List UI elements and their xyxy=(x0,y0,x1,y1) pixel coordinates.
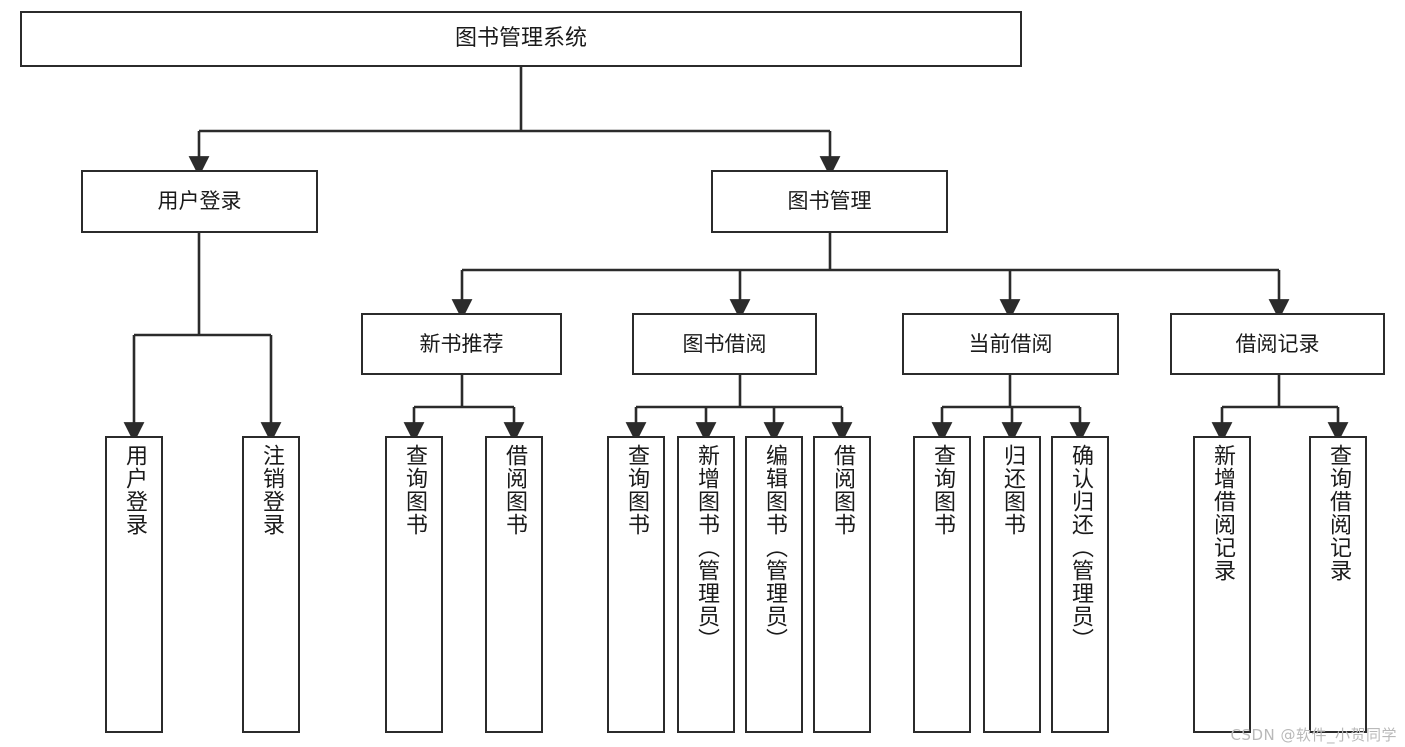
leaf-label: 确认归还（管理员） xyxy=(1068,444,1093,651)
leaf-label: 新增借阅记录 xyxy=(1210,444,1235,582)
leaf-label: 查询图书 xyxy=(930,444,955,536)
leaf-label: 借阅图书 xyxy=(502,444,527,536)
leaf-label: 注销登录 xyxy=(259,444,284,536)
node-new-book-recommend[interactable]: 新书推荐 xyxy=(361,313,562,375)
node-root[interactable]: 图书管理系统 xyxy=(20,11,1022,67)
leaf-label: 查询借阅记录 xyxy=(1326,444,1351,582)
node-current-borrow[interactable]: 当前借阅 xyxy=(902,313,1119,375)
leaf-label: 借阅图书 xyxy=(830,444,855,536)
node-book-borrow-label: 图书借阅 xyxy=(682,331,767,356)
leaf-current-borrow-query[interactable]: 查询图书 xyxy=(913,436,971,733)
leaf-label: 归还图书 xyxy=(1000,444,1025,536)
node-book-management-label: 图书管理 xyxy=(787,189,872,214)
csdn-watermark: CSDN @软件_小贺同学 xyxy=(1230,726,1397,744)
leaf-label: 查询图书 xyxy=(624,444,649,536)
node-borrow-record[interactable]: 借阅记录 xyxy=(1170,313,1385,375)
leaf-book-borrow-borrow[interactable]: 借阅图书 xyxy=(813,436,871,733)
leaf-book-borrow-query[interactable]: 查询图书 xyxy=(607,436,665,733)
node-user-login-label: 用户登录 xyxy=(157,189,242,214)
node-book-management[interactable]: 图书管理 xyxy=(711,170,948,233)
node-borrow-record-label: 借阅记录 xyxy=(1235,331,1320,356)
leaf-new-book-borrow[interactable]: 借阅图书 xyxy=(485,436,543,733)
leaf-current-borrow-confirm-return[interactable]: 确认归还（管理员） xyxy=(1051,436,1109,733)
leaf-label: 查询图书 xyxy=(402,444,427,536)
leaf-book-borrow-edit[interactable]: 编辑图书（管理员） xyxy=(745,436,803,733)
leaf-label: 新增图书（管理员） xyxy=(694,444,719,651)
node-current-borrow-label: 当前借阅 xyxy=(968,331,1053,356)
leaf-new-book-query[interactable]: 查询图书 xyxy=(385,436,443,733)
leaf-book-borrow-add[interactable]: 新增图书（管理员） xyxy=(677,436,735,733)
leaf-current-borrow-return[interactable]: 归还图书 xyxy=(983,436,1041,733)
node-new-book-recommend-label: 新书推荐 xyxy=(419,331,504,356)
leaf-label: 用户登录 xyxy=(122,444,147,536)
leaf-borrow-record-query[interactable]: 查询借阅记录 xyxy=(1309,436,1367,733)
leaf-user-login-logout[interactable]: 注销登录 xyxy=(242,436,300,733)
leaf-user-login-login[interactable]: 用户登录 xyxy=(105,436,163,733)
node-book-borrow[interactable]: 图书借阅 xyxy=(632,313,817,375)
node-root-label: 图书管理系统 xyxy=(454,26,587,52)
leaf-borrow-record-add[interactable]: 新增借阅记录 xyxy=(1193,436,1251,733)
leaf-label: 编辑图书（管理员） xyxy=(762,444,787,651)
node-user-login[interactable]: 用户登录 xyxy=(81,170,318,233)
